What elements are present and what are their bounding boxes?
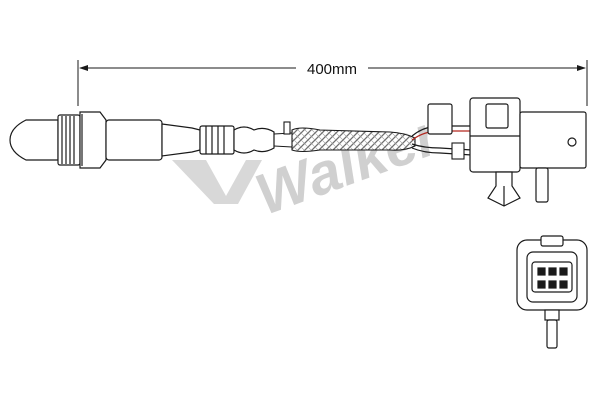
dimension-arrow-right (577, 65, 586, 71)
cable-clip (283, 121, 291, 135)
connector-pin-1 (537, 267, 546, 276)
sensor-thread (57, 114, 81, 166)
sensor-tip (9, 119, 59, 161)
cable-lower-edge (273, 145, 293, 148)
brand-watermark: Walker (172, 101, 450, 228)
connector-tail (519, 111, 587, 169)
dimension-label: 400mm (307, 61, 357, 78)
watermark-logo-text: Walker (247, 101, 450, 228)
connector-pin-2 (548, 267, 557, 276)
connector-pin-4 (537, 280, 546, 289)
connector-post (535, 167, 549, 203)
connector-front (485, 103, 509, 129)
sensor-hex-nut (79, 111, 107, 169)
connector-front-post (546, 319, 558, 349)
connector-front-stem (544, 309, 560, 321)
connector-side-view (427, 97, 587, 207)
sensor-taper (161, 123, 201, 157)
wire-grommet (451, 142, 465, 160)
cable-wire-lower-2 (411, 147, 473, 156)
length-dimension: 400mm (77, 60, 588, 106)
sensor-body (9, 111, 275, 169)
connector-pin-6 (559, 280, 568, 289)
cable-braid-sleeve (291, 127, 416, 153)
connector-mount-hole (567, 137, 577, 147)
cable-wire-lower (411, 143, 473, 151)
dimension-arrow-left (79, 65, 88, 71)
watermark-chevron-shape (172, 160, 262, 204)
connector-pin-3 (559, 267, 568, 276)
connector-pin-5 (548, 280, 557, 289)
connector-front-view (516, 235, 588, 349)
connector-latch (427, 103, 453, 135)
sensor-boot (233, 126, 275, 154)
connector-top-key (540, 235, 564, 247)
sensor-collar (199, 125, 235, 155)
sensor-barrel (105, 119, 163, 161)
sensor-cable (273, 121, 473, 160)
